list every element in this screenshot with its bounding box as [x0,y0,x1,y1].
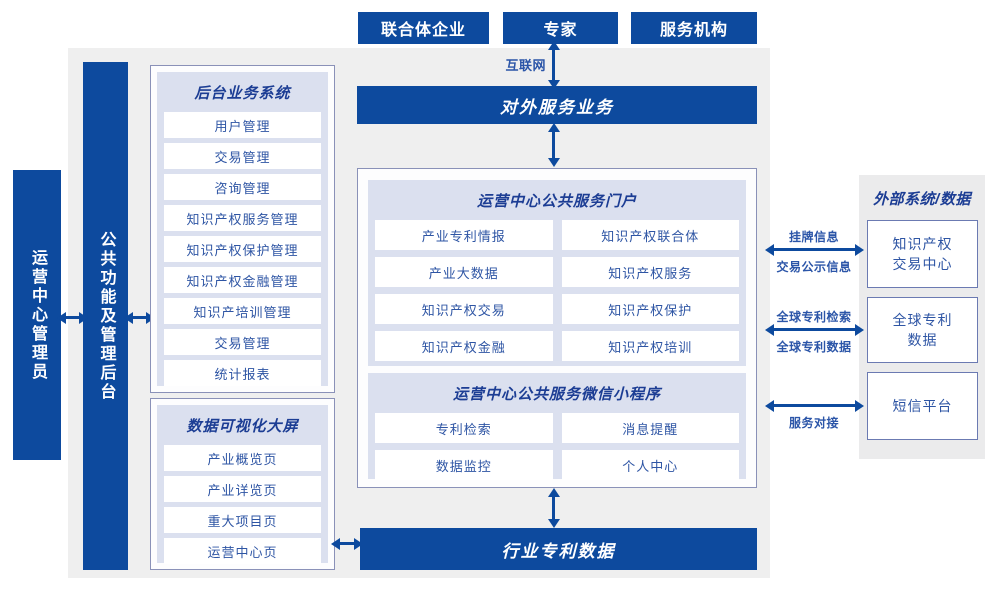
arrow-global-patent-icon [774,328,855,331]
label-trade-publicity: 交易公示信息 [776,260,852,274]
label-global-patent-data: 全球专利数据 [776,340,852,354]
label-listing-info: 挂牌信息 [788,230,839,244]
page-major-project: 重大项目页 [164,507,321,533]
actor-consortium-enterprise: 联合体企业 [358,12,489,44]
sidebar-public-backend: 公共功能及管理后台 [83,62,128,570]
module-trade-mgmt: 交易管理 [164,143,321,169]
portal-title: 运营中心公共服务门户 [476,193,637,210]
arrow-backend-system-icon [133,316,146,319]
mp-data-monitor: 数据监控 [375,450,553,480]
dashboard-panel: 数据可视化大屏 产业概览页 产业详览页 重大项目页 运营中心页 [157,405,328,564]
label-global-patent-search: 全球专利检索 [776,310,852,324]
portal-items-grid: 产业专利情报 知识产权联合体 产业大数据 知识产权服务 知识产权交易 知识产权保… [375,220,739,361]
sidebar-label: 公共功能及管理后台 [97,230,115,402]
module-ip-training-mgmt: 知识产培训管理 [164,298,321,324]
portal-ip-trade: 知识产权交易 [375,294,553,324]
portal-ip-finance: 知识产权金融 [375,331,553,361]
module-ip-protection-mgmt: 知识产权保护管理 [164,236,321,262]
page-operation-center: 运营中心页 [164,538,321,564]
bar-label: 行业专利数据 [501,541,616,561]
arrow-admin-backend-icon [66,316,79,319]
external-service-bar: 对外服务业务 [357,86,757,124]
backend-system-box: 后台业务系统 用户管理 交易管理 咨询管理 知识产权服务管理 知识产权保护管理 … [150,65,335,393]
module-ip-service-mgmt: 知识产权服务管理 [164,205,321,231]
portal-box: 运营中心公共服务门户 产业专利情报 知识产权联合体 产业大数据 知识产权服务 知… [357,168,757,488]
miniprogram-panel: 运营中心公共服务微信小程序 专利检索 消息提醒 数据监控 个人中心 [368,373,746,480]
module-ip-finance-mgmt: 知识产权金融管理 [164,267,321,293]
portal-ip-consortium: 知识产权联合体 [561,220,739,250]
mp-patent-search: 专利检索 [375,413,553,443]
sidebar-label: 运营中心管理员 [29,248,46,382]
actor-service-organization: 服务机构 [631,12,757,44]
ext-sms-platform: 短信平台 [867,372,978,440]
ext-global-patent-data: 全球专利 数据 [867,297,978,363]
arrow-sms-icon [774,404,855,407]
actor-label: 联合体企业 [380,22,466,39]
portal-industry-patent-intel: 产业专利情报 [375,220,553,250]
dashboard-title: 数据可视化大屏 [186,418,299,435]
internet-label: 互联网 [505,58,546,73]
portal-ip-protection: 知识产权保护 [561,294,739,324]
module-consult-mgmt: 咨询管理 [164,174,321,200]
arrow-internet-icon [552,50,555,80]
module-user-mgmt: 用户管理 [164,112,321,138]
portal-industry-bigdata: 产业大数据 [375,257,553,287]
backend-system-title: 后台业务系统 [194,85,291,102]
actor-label: 服务机构 [659,22,728,39]
mp-message-notify: 消息提醒 [561,413,739,443]
miniprogram-items-grid: 专利检索 消息提醒 数据监控 个人中心 [375,413,739,480]
portal-ip-training: 知识产权培训 [561,331,739,361]
label-service-connect: 服务对接 [788,416,839,430]
actor-expert: 专家 [503,12,618,44]
page-industry-overview: 产业概览页 [164,445,321,471]
industry-patent-data-bar: 行业专利数据 [360,528,757,570]
arrow-service-portal-icon [552,132,555,158]
external-panel-title: 外部系统/数据 [873,191,971,208]
ext-ip-trade-center: 知识产权 交易中心 [867,220,978,288]
arrow-portal-industry-icon [552,497,555,519]
dashboard-box: 数据可视化大屏 产业概览页 产业详览页 重大项目页 运营中心页 [150,398,335,570]
bar-label: 对外服务业务 [500,97,614,117]
mp-personal-center: 个人中心 [561,450,739,480]
actor-label: 专家 [543,22,578,39]
arrow-trade-center-icon [774,248,855,251]
backend-system-panel: 后台业务系统 用户管理 交易管理 咨询管理 知识产权服务管理 知识产权保护管理 … [157,72,328,386]
page-industry-detail: 产业详览页 [164,476,321,502]
module-statistics-report: 统计报表 [164,360,321,386]
sidebar-operation-admin: 运营中心管理员 [13,170,61,460]
arrow-dashboard-industry-icon [340,542,354,545]
portal-panel: 运营中心公共服务门户 产业专利情报 知识产权联合体 产业大数据 知识产权服务 知… [368,180,746,366]
module-trade-mgmt-2: 交易管理 [164,329,321,355]
miniprogram-title: 运营中心公共服务微信小程序 [452,386,661,403]
portal-ip-service: 知识产权服务 [561,257,739,287]
